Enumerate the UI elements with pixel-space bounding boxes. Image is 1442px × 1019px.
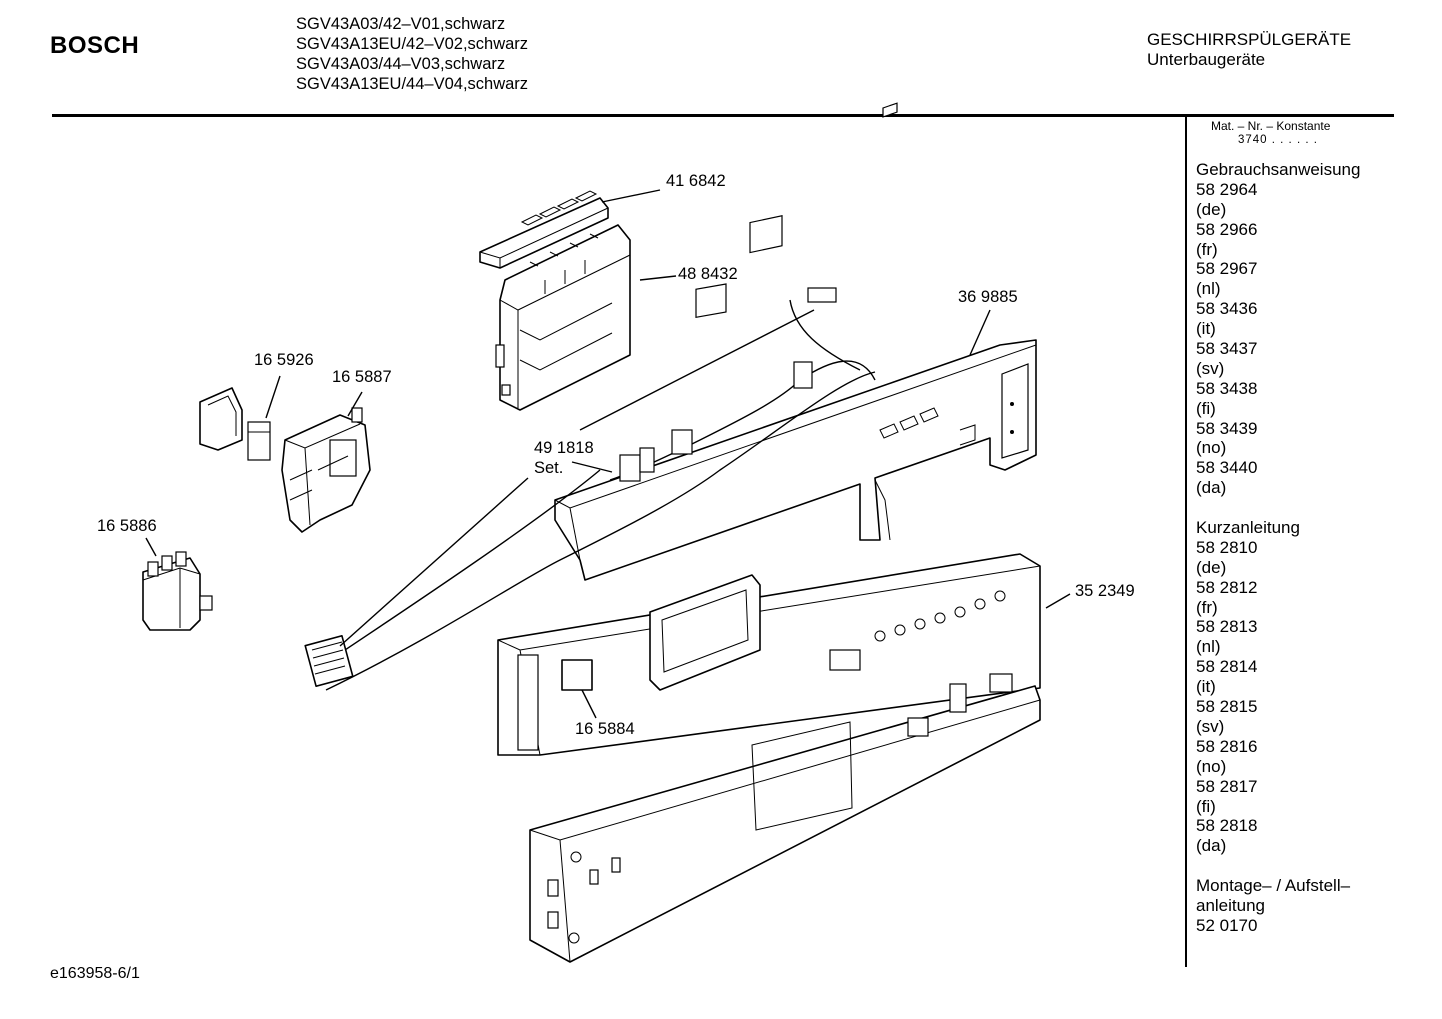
- doc-entry: 58 2813: [1196, 617, 1258, 637]
- doc-entry: 58 2816: [1196, 736, 1258, 756]
- doc-entry: (nl): [1196, 279, 1221, 299]
- doc-entry: (sv): [1196, 716, 1225, 736]
- part-label-165884: 16 5884: [575, 720, 635, 738]
- doc-entry: (fr): [1196, 597, 1218, 617]
- part-label-165926: 16 5926: [254, 351, 314, 369]
- part-inner-panel: [554, 102, 1037, 581]
- exploded-view-diagram: [142, 102, 1071, 963]
- part-label-165887: 16 5887: [332, 368, 392, 386]
- part-relay-cover: [199, 387, 271, 461]
- section-title: Gebrauchsanweisung: [1196, 160, 1361, 179]
- sidebar-divider: [1185, 117, 1187, 967]
- doc-entry: 58 2964: [1196, 179, 1258, 199]
- part-wiring-harness: [304, 215, 876, 691]
- doc-entry: (it): [1196, 677, 1216, 697]
- doc-entry: (fi): [1196, 796, 1216, 816]
- mat-value: 3740 . . . . . .: [1238, 134, 1318, 146]
- doc-entry: (fr): [1196, 239, 1218, 259]
- document-list: Gebrauchsanweisung 58 2964 (de) 58 2966 …: [1196, 160, 1360, 936]
- part-button-strip: [479, 190, 609, 269]
- doc-entry: (sv): [1196, 358, 1225, 378]
- model-line: SGV43A13EU/44–V04,schwarz: [296, 75, 529, 93]
- model-line: SGV43A03/42–V01,schwarz: [296, 15, 506, 33]
- model-list: SGV43A03/42–V01,schwarz SGV43A13EU/42–V0…: [296, 14, 528, 94]
- category-title: GESCHIRRSPÜLGERÄTE: [1147, 30, 1352, 49]
- part-label-491818: 49 1818: [534, 439, 594, 457]
- mat-label: Mat. – Nr. – Konstante: [1211, 119, 1331, 133]
- doc-entry: (da): [1196, 478, 1227, 498]
- section-gap: [1196, 856, 1360, 876]
- doc-entry: 58 2810: [1196, 537, 1258, 557]
- part-label-352349: 35 2349: [1075, 582, 1135, 600]
- part-label-488432: 48 8432: [678, 265, 738, 283]
- doc-entry: 58 3439: [1196, 418, 1258, 438]
- doc-entry: 58 2812: [1196, 577, 1258, 597]
- part-label-369885: 36 9885: [958, 288, 1018, 306]
- leader-lines: [145, 189, 1071, 719]
- doc-entry: 58 2817: [1196, 776, 1258, 796]
- section-gap: [1196, 498, 1360, 518]
- part-label-491818-set: Set.: [534, 459, 564, 477]
- doc-entry: (de): [1196, 199, 1227, 219]
- doc-entry: (da): [1196, 836, 1227, 856]
- doc-entry: 58 2818: [1196, 816, 1258, 836]
- doc-entry: (nl): [1196, 637, 1221, 657]
- doc-entry: 58 2966: [1196, 219, 1258, 239]
- doc-entry: 58 3436: [1196, 299, 1258, 319]
- part-label-416842: 41 6842: [666, 172, 726, 190]
- doc-entry: 58 3437: [1196, 339, 1258, 359]
- doc-entry: (no): [1196, 438, 1227, 458]
- doc-entry: (it): [1196, 319, 1216, 339]
- doc-entry: (no): [1196, 756, 1227, 776]
- doc-entry: (fi): [1196, 398, 1216, 418]
- part-control-module: [495, 224, 631, 411]
- doc-entry: 58 2967: [1196, 259, 1258, 279]
- doc-entry: 58 3438: [1196, 378, 1258, 398]
- doc-entry: 52 0170: [1196, 915, 1258, 935]
- drawing-id: e163958-6/1: [50, 965, 140, 982]
- model-line: SGV43A03/44–V03,schwarz: [296, 55, 506, 73]
- section-title: Kurzanleitung: [1196, 518, 1300, 538]
- brand-logo: BOSCH: [50, 32, 140, 59]
- part-door-switch: [142, 551, 213, 631]
- part-label-165886: 16 5886: [97, 517, 157, 535]
- doc-entry: (de): [1196, 557, 1227, 577]
- part-base-frame: [529, 673, 1041, 963]
- doc-entry: 58 2815: [1196, 697, 1258, 717]
- doc-entry: 58 3440: [1196, 458, 1258, 478]
- part-front-panel: [497, 553, 1041, 756]
- model-line: SGV43A13EU/42–V02,schwarz: [296, 35, 529, 53]
- doc-entry: anleitung: [1196, 895, 1266, 915]
- category-block: GESCHIRRSPÜLGERÄTE Unterbaugeräte: [1147, 30, 1351, 70]
- section-title: Montage– / Aufstell–: [1196, 876, 1351, 896]
- header-divider: [52, 114, 1394, 117]
- doc-entry: 58 2814: [1196, 657, 1258, 677]
- part-holder-bracket: [281, 407, 371, 533]
- category-subtitle: Unterbaugeräte: [1147, 50, 1266, 69]
